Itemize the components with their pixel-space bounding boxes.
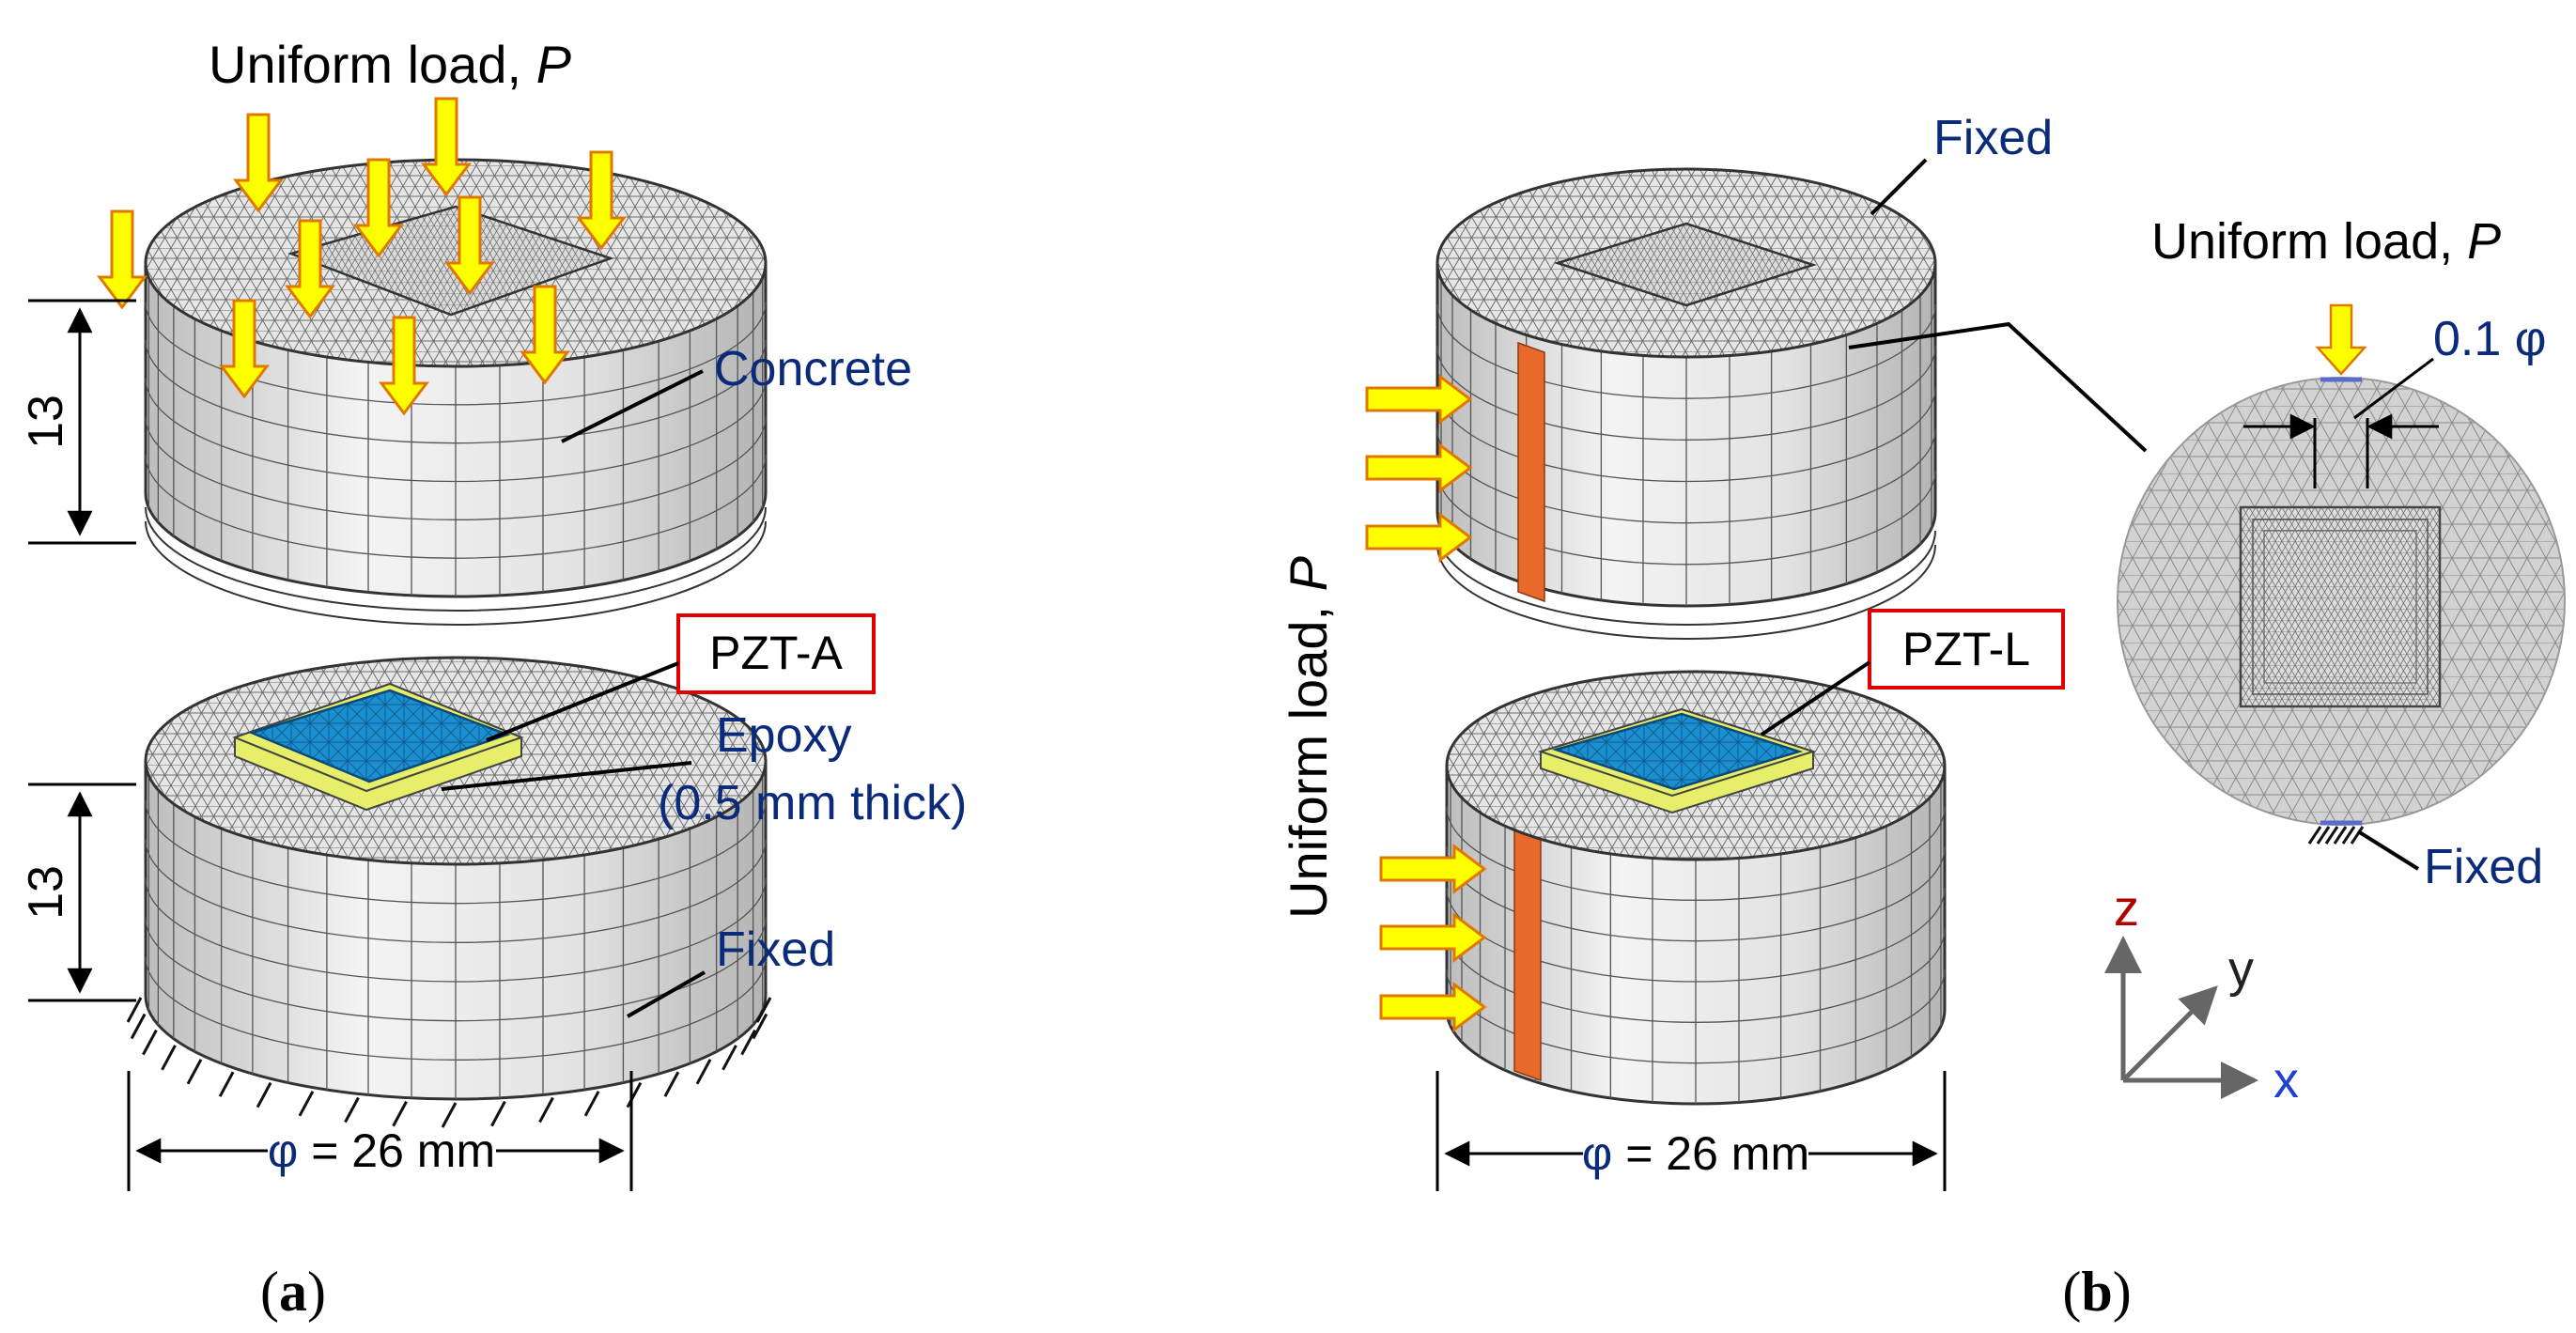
concrete-cylinder-top <box>144 158 768 626</box>
fixed-top-leader-b <box>1870 158 1928 216</box>
inset-fixed-label: Fixed <box>2424 840 2543 894</box>
epoxy-thickness-label: (0.5 mm thick) <box>658 776 967 830</box>
panel-a: Uniform load, P Concrete PZT-A Epoxy (0.… <box>19 35 967 1323</box>
fixed-leader-line-a <box>627 970 706 1018</box>
caption-b: (b) <box>2062 1261 2131 1323</box>
coordinate-axes: z y x <box>2104 880 2299 1108</box>
diameter-dimension-b: φ = 26 mm <box>1435 1071 1947 1191</box>
load-side-label-b: Uniform load, P <box>1279 556 1338 919</box>
pzt-l-patch <box>1551 712 1804 791</box>
pzt-l-leader-line <box>1760 660 1871 736</box>
concrete-label: Concrete <box>714 342 912 396</box>
height-top-value: 13 <box>19 395 73 449</box>
side-load-arrows <box>1365 374 1487 1032</box>
pzt-l-box <box>1868 609 2065 690</box>
caption-a: (a) <box>260 1261 326 1323</box>
pzt-a-box <box>676 613 876 694</box>
height-bottom-value: 13 <box>19 865 73 920</box>
epoxy-label: Epoxy <box>716 708 852 763</box>
inset-top-view <box>2117 377 2566 845</box>
pzt-l-label: PZT-L <box>1902 623 2030 675</box>
inset-load-label: Uniform load, P <box>2151 213 2501 270</box>
concrete-cylinder-top-b <box>1435 167 1937 640</box>
concrete-cylinder-bottom <box>144 656 768 1101</box>
uniform-load-arrows <box>97 97 627 416</box>
pzt-a-leader-line <box>486 661 679 742</box>
inset-load-arrow <box>2315 303 2367 376</box>
load-strip-bottom <box>1513 825 1542 1082</box>
pzt-a-patch <box>248 689 511 783</box>
axis-z-label: z <box>2114 880 2139 937</box>
y-axis <box>2121 985 2218 1082</box>
axis-x-label: x <box>2273 1052 2299 1108</box>
pzt-a-label: PZT-A <box>709 627 843 679</box>
axis-y-label: y <box>2228 941 2254 998</box>
height-dimension-top: 13 <box>19 299 136 545</box>
inset-leader-line <box>1848 321 2148 453</box>
fixed-top-label-b: Fixed <box>1933 111 2053 165</box>
load-label-a: Uniform load, P <box>209 35 571 94</box>
concrete-leader-line <box>561 369 704 443</box>
diameter-label-a: φ = 26 mm <box>268 1124 495 1177</box>
diameter-dimension-a: φ = 26 mm <box>127 1071 633 1191</box>
panel-b: Fixed Uniform load, P PZT-L φ = 26 mm <box>1279 111 2566 1323</box>
inset-width-label: 0.1 φ <box>2433 312 2546 366</box>
load-strip-top <box>1517 341 1545 603</box>
inset-width-dimension: 0.1 φ <box>2243 312 2546 488</box>
fixed-support-hatch <box>126 997 772 1128</box>
fixed-label-a: Fixed <box>716 922 835 977</box>
diameter-label-b: φ = 26 mm <box>1582 1127 1809 1180</box>
height-dimension-bottom: 13 <box>19 783 136 1002</box>
inset-fixed-leader <box>2356 829 2420 871</box>
concrete-cylinder-bottom-b <box>1445 670 1947 1106</box>
epoxy-leader-line <box>441 761 692 791</box>
